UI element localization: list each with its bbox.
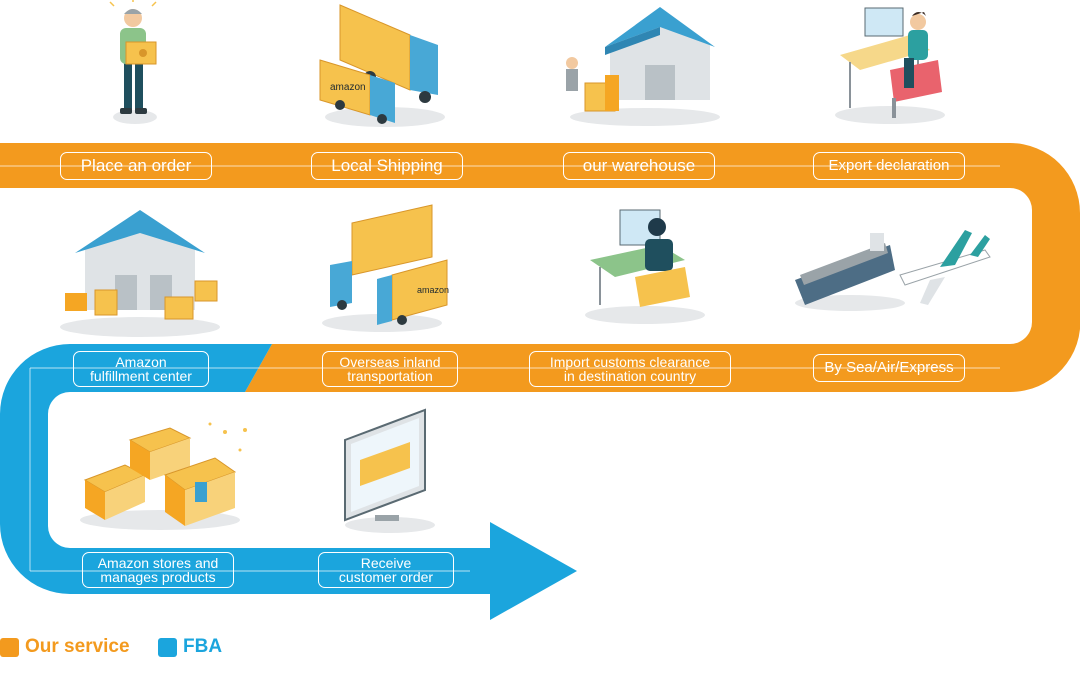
step-label-our-warehouse: our warehouse <box>563 152 715 180</box>
amazon-boxes-icon <box>80 422 247 530</box>
svg-text:amazon: amazon <box>330 82 366 93</box>
step-label-overseas-inland-transportation: Overseas inland transportation <box>322 351 458 387</box>
step-label-amazon-fulfillment-center: Amazon fulfillment center <box>73 351 209 387</box>
legend-swatch-fba <box>158 637 177 657</box>
person-holding-box-icon <box>109 0 157 124</box>
monitor-order-icon <box>344 408 435 533</box>
customs-officer-at-computer-icon <box>585 209 705 324</box>
our-service-band <box>0 143 1080 393</box>
step-label-import-customs-clearance: Import customs clearance in destination … <box>529 351 731 387</box>
step-label-by-sea-air-express: By Sea/Air/Express <box>813 354 965 382</box>
legend-our-service: Our service <box>0 634 130 660</box>
legend-label-fba: FBA <box>183 636 223 657</box>
trucks-inland-icon: amazon <box>322 204 449 332</box>
svg-text:amazon: amazon <box>417 285 449 295</box>
legend-label-our-service: Our service <box>25 636 130 657</box>
step-label-local-shipping: Local Shipping <box>311 152 463 180</box>
person-at-computer-desk-icon <box>835 7 945 124</box>
legend-fba: FBA <box>158 634 222 660</box>
step-label-export-declaration: Export declaration <box>813 152 965 180</box>
legend-swatch-our-service <box>0 637 19 657</box>
connector-lines <box>0 165 1000 572</box>
fulfillment-center-icon <box>60 210 220 337</box>
fba-band <box>0 344 577 620</box>
amazon-trucks-icon: amazon <box>319 4 445 127</box>
ship-and-airplane-icon <box>795 230 991 311</box>
step-label-place-an-order: Place an order <box>60 152 212 180</box>
step-label-receive-customer-order: Receive customer order <box>318 552 454 588</box>
step-label-amazon-stores-and-manages: Amazon stores and manages products <box>82 552 234 588</box>
warehouse-forklift-icon <box>566 7 720 126</box>
